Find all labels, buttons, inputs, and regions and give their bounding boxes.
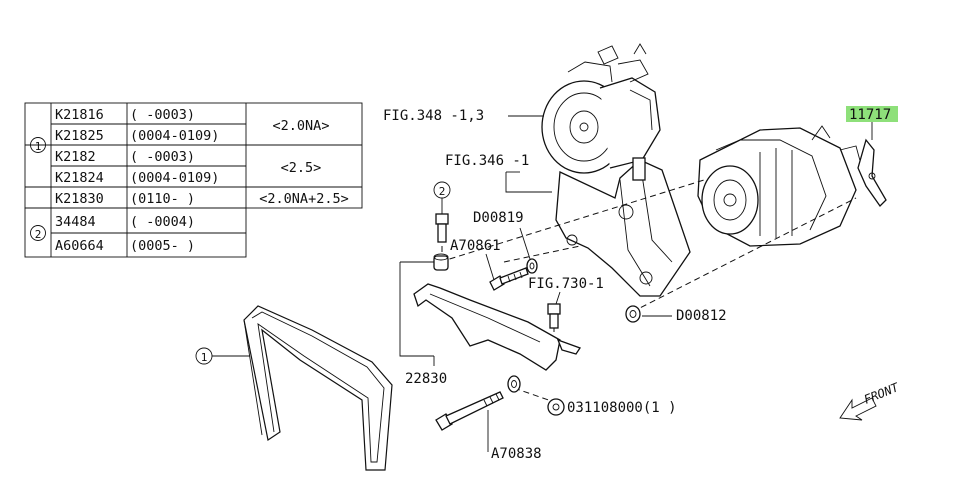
drive-belt[interactable] — [243, 305, 393, 471]
table-part-number[interactable]: A60664 — [55, 238, 104, 254]
table-part-number[interactable]: K21830 — [55, 191, 104, 207]
table-note: <2.5> — [281, 160, 322, 176]
power-steering-pump[interactable] — [541, 43, 661, 174]
nut-031108000[interactable] — [547, 398, 565, 416]
ref-circle-2-icon — [30, 225, 46, 241]
highlight-box — [846, 106, 898, 122]
table-date-range: (0004-0109) — [130, 128, 219, 144]
table-date-range: ( -0003) — [130, 149, 195, 165]
bolt-ref-2[interactable] — [435, 213, 449, 243]
nut-d00812[interactable] — [625, 305, 641, 323]
d00812-label[interactable]: D00812 — [676, 308, 727, 324]
part-031108000-label[interactable]: 031108000(1 ) — [567, 400, 677, 416]
collar[interactable] — [433, 253, 449, 271]
bolt-ref-label: 2 — [439, 185, 446, 198]
bolt-a70838[interactable] — [435, 391, 504, 431]
table-ref-1: 1 — [35, 140, 42, 153]
fig346-label[interactable]: FIG.346 -1 — [445, 153, 529, 169]
table-part-number[interactable]: 34484 — [55, 214, 96, 230]
ref-circle-1-icon — [30, 137, 46, 153]
table-date-range: ( -0003) — [130, 107, 195, 123]
table-date-range: (0005- ) — [130, 238, 195, 254]
a70838-label[interactable]: A70838 — [491, 446, 542, 462]
table-date-range: (0110- ) — [130, 191, 195, 207]
table-part-number[interactable]: K21816 — [55, 107, 104, 123]
table-ref-2: 2 — [35, 228, 42, 241]
front-label: FRONT — [862, 380, 901, 407]
alternator-terminal-bracket[interactable] — [857, 138, 887, 208]
a70861-label[interactable]: A70861 — [450, 238, 501, 254]
table-part-number[interactable]: K21824 — [55, 170, 104, 186]
table-note: <2.0NA+2.5> — [259, 191, 348, 207]
fig730-label[interactable]: FIG.730-1 — [528, 276, 604, 292]
washer[interactable] — [507, 375, 521, 393]
parts-table: 1 2 K21816 ( -0003) K21825 (0004-0109) K… — [24, 102, 363, 258]
table-date-range: ( -0004) — [130, 214, 195, 230]
table-note: <2.0NA> — [273, 118, 330, 134]
bolt-fig730[interactable] — [547, 303, 561, 329]
washer-d00819[interactable] — [526, 258, 538, 274]
front-arrow-icon: FRONT — [839, 380, 901, 421]
alternator-bracket[interactable] — [555, 157, 691, 297]
adjusting-bar[interactable] — [413, 283, 581, 371]
table-date-range: (0004-0109) — [130, 170, 219, 186]
table-part-number[interactable]: K2182 — [55, 149, 96, 165]
part-22830-label[interactable]: 22830 — [405, 371, 447, 387]
belt-ref-label: 1 — [201, 351, 208, 364]
alternator[interactable] — [697, 125, 863, 247]
d00819-label[interactable]: D00819 — [473, 210, 524, 226]
table-part-number[interactable]: K21825 — [55, 128, 104, 144]
fig348-label[interactable]: FIG.348 -1,3 — [383, 108, 484, 124]
part-11717-label[interactable]: 11717 — [849, 107, 891, 123]
bolt-a70861[interactable] — [489, 267, 529, 291]
